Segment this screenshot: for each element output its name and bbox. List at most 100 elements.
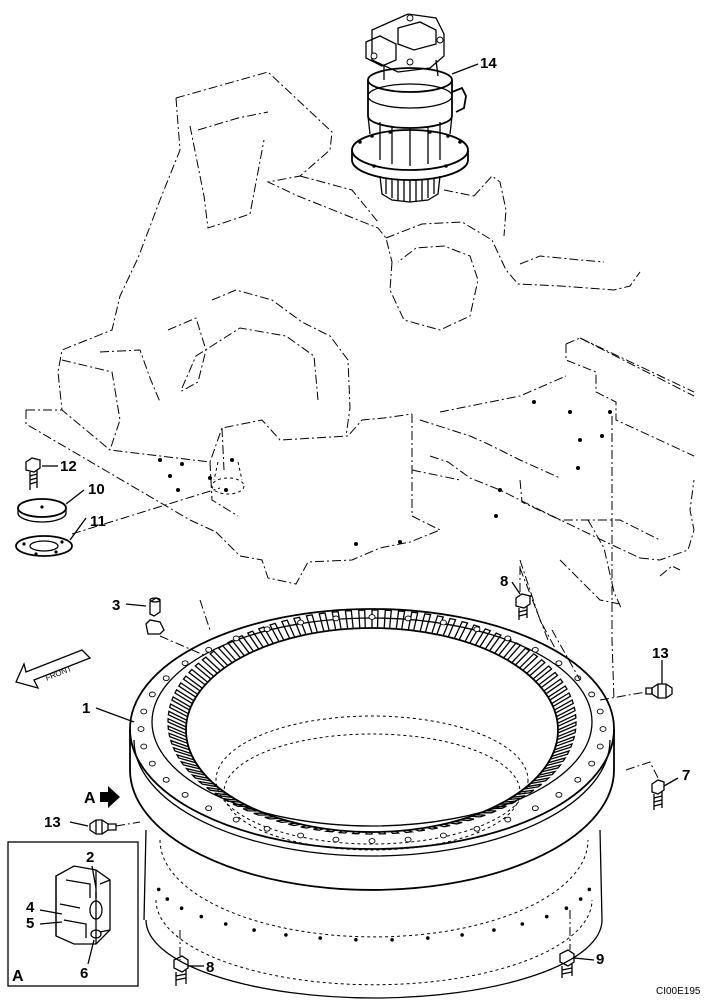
bearing-bolt-hole <box>297 832 305 839</box>
swing-motor-reduction-gear <box>351 13 469 203</box>
detail-view-label: A <box>12 968 24 985</box>
bearing-bolt-hole <box>531 805 539 812</box>
bearing-bolt-hole <box>263 825 271 832</box>
gear-tooth <box>190 774 212 782</box>
drawing-code: CI00E195 <box>656 986 701 997</box>
gear-tooth <box>169 739 190 751</box>
callout-3: 3 <box>112 597 120 614</box>
gear-tooth <box>390 830 401 835</box>
view-a-marker: A <box>84 786 120 808</box>
gear-tooth <box>516 789 535 796</box>
lower-race-bolt-hole <box>354 938 358 942</box>
lower-race-bolt-hole <box>426 936 430 940</box>
callout-5: 5 <box>26 915 34 932</box>
gear-tooth <box>365 831 373 835</box>
bearing-bolt-hole <box>504 816 512 823</box>
bearing-bolt-hole <box>404 615 412 622</box>
gear-tooth <box>523 783 543 790</box>
callout-14: 14 <box>480 55 497 72</box>
gear-tooth <box>344 609 354 629</box>
bolt-7 <box>625 761 665 810</box>
gear-tooth <box>337 830 349 834</box>
callout-10: 10 <box>88 481 105 498</box>
gear-tooth <box>168 732 188 744</box>
gear-tooth <box>555 735 576 747</box>
lower-race-bolt-hole <box>587 887 592 892</box>
detail-view-a: A <box>7 841 139 987</box>
bearing-bolt-hole <box>137 726 145 732</box>
gear-tooth <box>257 626 274 646</box>
lower-race-bolt-hole <box>390 938 394 942</box>
bearing-bolt-hole <box>555 791 563 798</box>
gear-tooth <box>449 820 463 825</box>
bearing-bolt-hole <box>232 635 240 642</box>
gear-tooth <box>538 671 559 689</box>
gear-tooth <box>511 647 531 666</box>
callout-13-right: 13 <box>652 645 669 662</box>
bearing-bolt-hole <box>140 708 148 715</box>
bolt-upper <box>515 566 531 620</box>
gear-tooth <box>546 756 567 767</box>
lower-race-bolt-hole <box>165 897 170 901</box>
bearing-bolt-hole <box>162 675 170 682</box>
gear-tooth <box>201 656 221 674</box>
gear-tooth <box>288 822 301 827</box>
leader-lines <box>39 63 679 967</box>
lower-race-bolt-hole <box>252 928 256 932</box>
gear-tooth <box>460 817 475 822</box>
bearing-bolt-hole <box>263 626 271 633</box>
bearing-bolt-hole <box>588 760 596 767</box>
bolt-lower <box>173 955 189 986</box>
callout-numbers: 14 12 10 11 3 1 8 13 7 13 8 9 2 4 5 6 <box>26 55 690 982</box>
bearing-bolt-hole <box>439 832 447 839</box>
gear-tooth <box>474 628 492 648</box>
callout-2: 2 <box>86 849 94 866</box>
gear-tooth <box>305 614 319 634</box>
internal-gear-teeth <box>167 609 577 835</box>
gear-tooth <box>167 724 187 738</box>
lower-race-bolt-holes <box>156 887 592 942</box>
gear-tooth <box>172 746 193 758</box>
gear-tooth <box>407 611 419 631</box>
gear-tooth <box>188 668 209 686</box>
bearing-bolt-hole <box>596 743 604 750</box>
bearing-bolt-hole <box>574 776 582 783</box>
lower-race-bolt-hole <box>223 922 228 926</box>
gear-tooth <box>184 767 206 776</box>
gear-tooth <box>351 831 361 835</box>
gear-tooth <box>554 699 574 714</box>
frame-bolt-holes <box>158 400 612 546</box>
gear-tooth <box>236 634 255 654</box>
bolt-9 <box>559 949 575 978</box>
gear-tooth <box>503 641 522 661</box>
gear-tooth <box>490 805 507 810</box>
gear-tooth <box>378 831 387 835</box>
bearing-bolt-hole <box>531 646 539 653</box>
bearing-bolt-hole <box>368 614 376 620</box>
gear-tooth <box>293 616 307 637</box>
cover-assembly <box>15 457 245 557</box>
gear-tooth <box>402 829 415 834</box>
gear-tooth <box>547 685 568 701</box>
gear-tooth <box>414 827 426 832</box>
gear-tooth <box>217 644 237 664</box>
gear-tooth <box>323 828 336 833</box>
gear-tooth <box>313 827 325 831</box>
bearing-bolt-hole <box>599 726 607 732</box>
gear-tooth <box>232 803 250 808</box>
gear-tooth <box>194 662 215 680</box>
lower-race-bolt-hole <box>156 887 161 892</box>
bearing-bolt-hole <box>473 825 481 832</box>
bearing-bolt-hole <box>140 743 148 750</box>
lower-race-bolt-hole <box>199 914 204 919</box>
gear-tooth <box>484 632 502 652</box>
bearing-bolt-hole <box>596 708 604 715</box>
gear-tooth <box>358 609 366 629</box>
bearing-bolt-hole <box>439 619 447 626</box>
gear-tooth <box>470 814 486 818</box>
grease-fitting-left <box>89 819 141 835</box>
bearing-bolt-hole <box>205 646 213 653</box>
gear-tooth <box>464 624 481 644</box>
gear-tooth <box>177 681 199 698</box>
